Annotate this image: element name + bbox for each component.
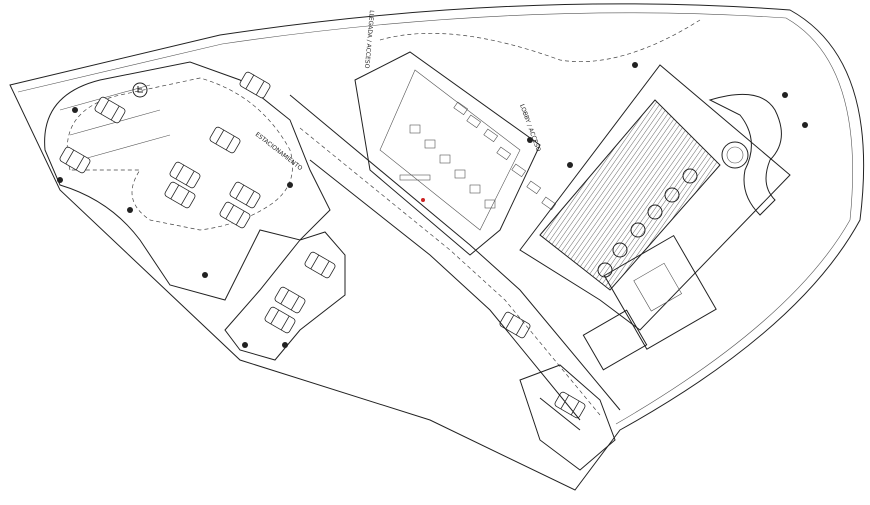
car-4 xyxy=(209,126,241,154)
lobby-label: LOBBY / ACCESO xyxy=(518,103,542,153)
lobby-furniture xyxy=(399,124,496,209)
main-hall-outline xyxy=(519,64,791,331)
car-3 xyxy=(239,71,271,99)
car-6 xyxy=(164,181,196,209)
car-7 xyxy=(229,181,261,209)
car-5 xyxy=(169,161,201,189)
red-marker xyxy=(421,198,425,202)
car-2 xyxy=(59,146,91,174)
round-tables xyxy=(597,168,698,278)
parking-lot-outline xyxy=(44,61,331,301)
car-12 xyxy=(499,311,531,339)
car-13 xyxy=(554,391,586,419)
parking-label: ESTACIONAMIENTO xyxy=(254,131,304,172)
service-block xyxy=(582,234,717,371)
entrance-label: LLEGADA / ACCESO xyxy=(363,10,375,69)
site-boundary xyxy=(9,3,865,491)
pool xyxy=(708,93,782,216)
car-10 xyxy=(274,286,306,314)
lounge-chairs xyxy=(453,101,557,211)
car-8 xyxy=(219,201,251,229)
top-walkway xyxy=(379,19,701,63)
car-1 xyxy=(94,96,126,124)
lobby-building xyxy=(354,51,541,256)
car-11 xyxy=(264,306,296,334)
lamp-posts xyxy=(57,62,808,348)
car-9 xyxy=(304,251,336,279)
lower-parking-arm xyxy=(224,231,346,361)
main-hall-roof xyxy=(539,99,721,291)
site-boundary-inner xyxy=(17,12,853,425)
entry-strip xyxy=(519,364,616,471)
main-road xyxy=(289,94,621,421)
accessible-parking-icon xyxy=(132,82,148,98)
